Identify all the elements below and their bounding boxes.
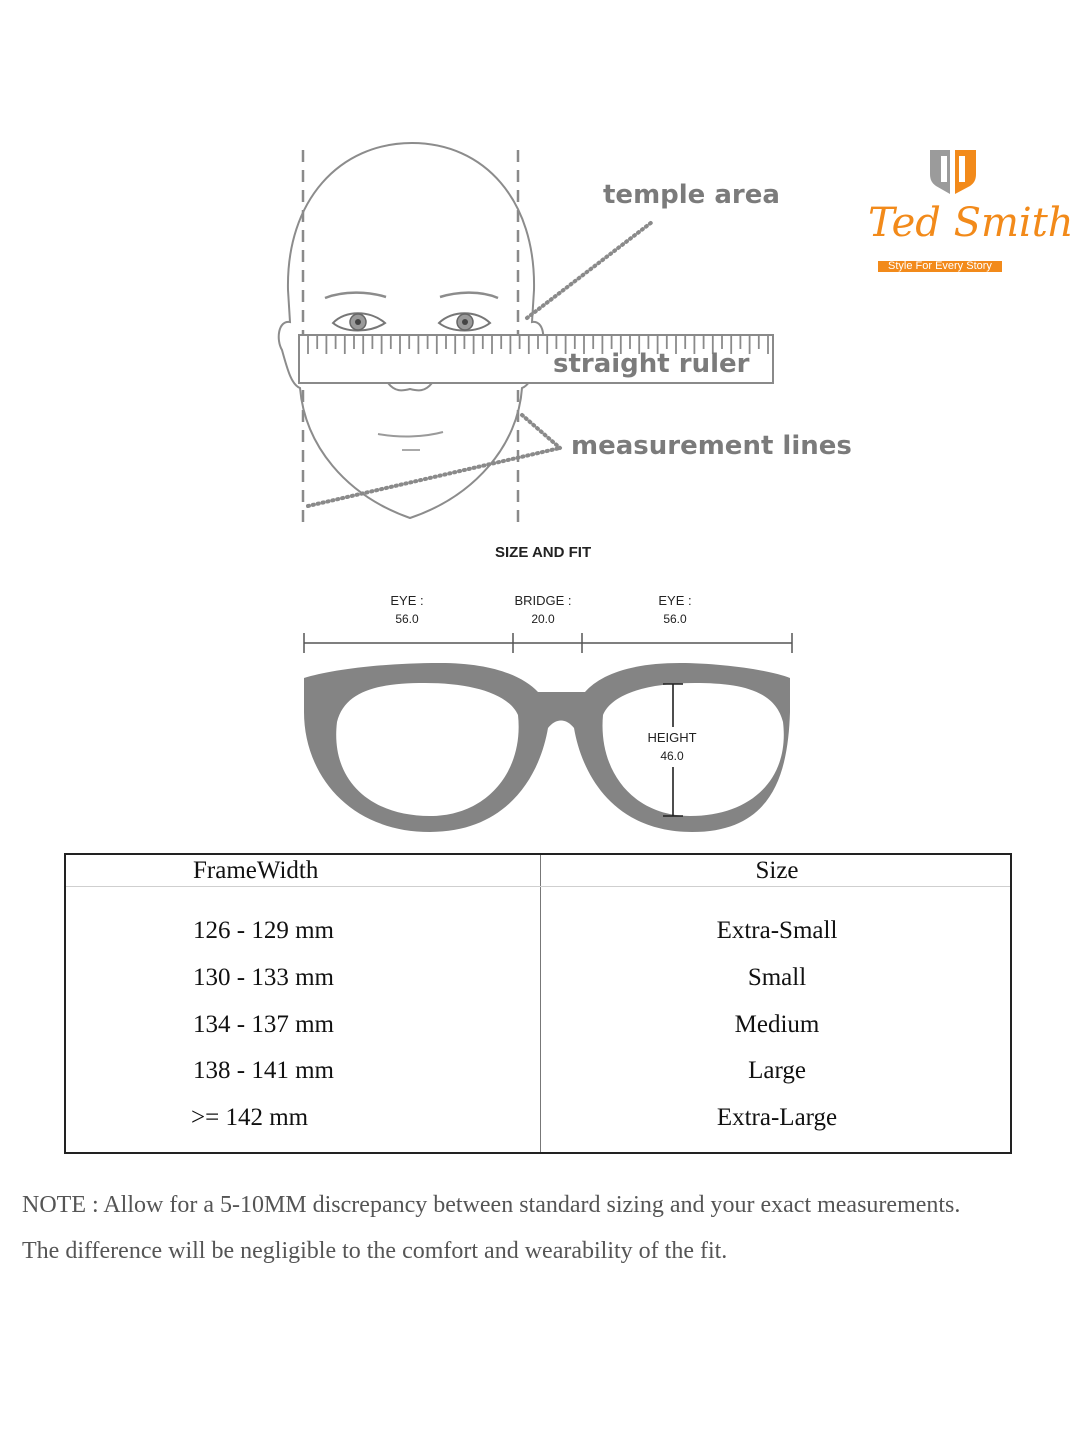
brand-logo: Ted Smith Style For Every Story (868, 148, 1074, 274)
left-eye (331, 312, 387, 332)
head-outline (277, 141, 545, 520)
eye-right-value: 56.0 (663, 612, 687, 626)
table-row-width: 138 - 141 mm (193, 1057, 334, 1084)
eye-left-measurement: EYE : 56.0 (367, 591, 447, 629)
table-row-size: Extra-Large (716, 1104, 838, 1131)
table-row-width: 130 - 133 mm (193, 964, 334, 991)
left-eyebrow (324, 291, 387, 300)
height-value: 46.0 (660, 749, 684, 763)
eye-right-measurement: EYE : 56.0 (635, 591, 715, 629)
table-row-width: 126 - 129 mm (193, 917, 334, 944)
brand-wordmark: Ted Smith (868, 200, 1074, 246)
eye-left-label: EYE : (390, 593, 424, 608)
eye-right-label: EYE : (658, 593, 692, 608)
bridge-measurement: BRIDGE : 20.0 (503, 591, 583, 629)
temple-pointer-line (525, 220, 654, 320)
table-row-size: Large (748, 1057, 806, 1084)
table-row-size: Medium (734, 1011, 820, 1038)
height-dimension-line (663, 683, 683, 817)
measurement-lines-label: measurement lines (571, 431, 852, 461)
right-eyebrow (439, 291, 499, 300)
brand-tagline: Style For Every Story (878, 261, 1002, 272)
note-line-1: NOTE : Allow for a 5-10MM discrepancy be… (22, 1192, 961, 1218)
table-row-width: 134 - 137 mm (193, 1011, 334, 1038)
table-row-size: Extra-Small (716, 917, 838, 944)
eye-left-value: 56.0 (395, 612, 419, 626)
straight-ruler (298, 334, 774, 384)
width-dimension-line (303, 633, 793, 653)
straight-ruler-label: straight ruler (553, 349, 750, 379)
header-divider (66, 886, 1010, 887)
mouth (377, 431, 444, 438)
column-divider (540, 855, 541, 1152)
glasses-frame (304, 663, 790, 832)
note-line-2: The difference will be negligible to the… (22, 1238, 728, 1264)
table-row-size: Small (747, 964, 807, 991)
frame-width-header: FrameWidth (193, 857, 319, 884)
measurement-pointer-line-1 (520, 413, 562, 450)
right-eye (437, 312, 492, 332)
size-and-fit-title: SIZE AND FIT (495, 544, 592, 561)
height-measurement: HEIGHT 46.0 (632, 728, 712, 766)
measurement-pointer-line-2 (306, 446, 562, 508)
size-chart-table: FrameWidth Size 126 - 129 mm Extra-Small… (64, 853, 1012, 1154)
brand-shield-icon (930, 150, 976, 194)
table-row-width: >= 142 mm (191, 1104, 309, 1131)
size-header: Size (755, 857, 799, 884)
nose (387, 382, 433, 392)
height-label: HEIGHT (647, 730, 697, 745)
temple-area-label: temple area (603, 180, 780, 210)
bridge-label: BRIDGE : (514, 593, 572, 608)
bridge-value: 20.0 (531, 612, 555, 626)
face-measurement-illustration (277, 141, 793, 832)
